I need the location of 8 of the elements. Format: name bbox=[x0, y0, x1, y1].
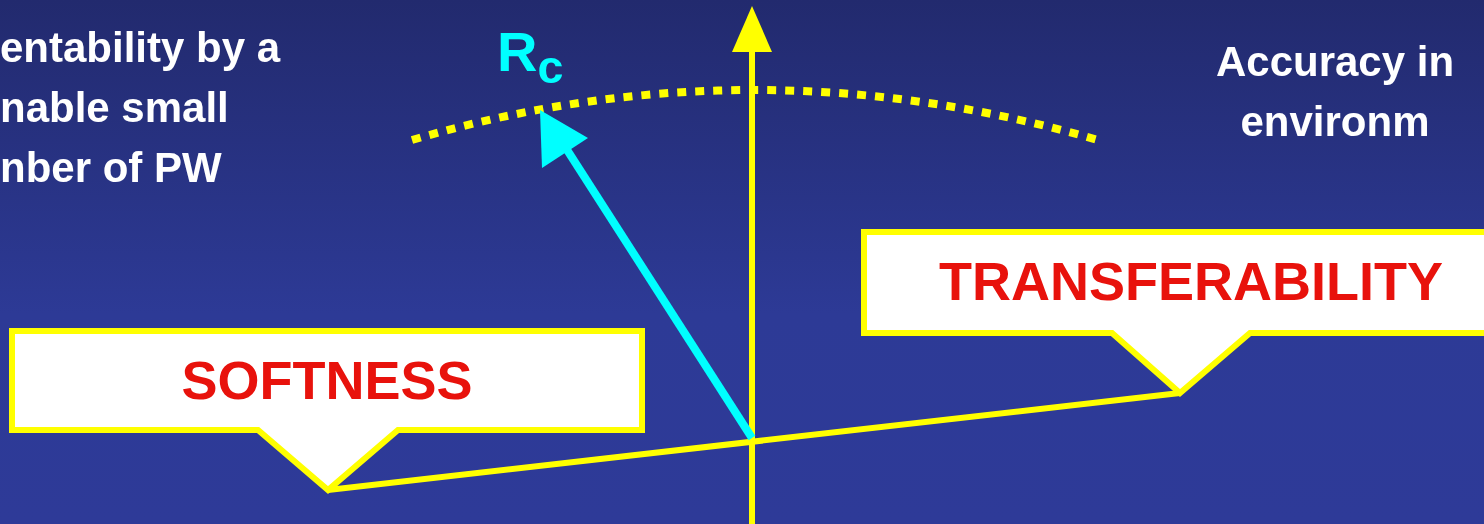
callout-text: SOFTNESS bbox=[180, 349, 474, 412]
callout-box bbox=[9, 328, 645, 494]
callout-box bbox=[861, 229, 1484, 397]
seesaw-beam bbox=[327, 390, 1181, 493]
radius-label: R$_{c}$ bbox=[497, 22, 565, 96]
annotation-text: Accuracy in environm bbox=[1214, 37, 1456, 147]
callout-text: TRANSFERABILITY bbox=[938, 250, 1444, 313]
annotation-text: entability by a nable small nber of PW bbox=[0, 23, 282, 193]
